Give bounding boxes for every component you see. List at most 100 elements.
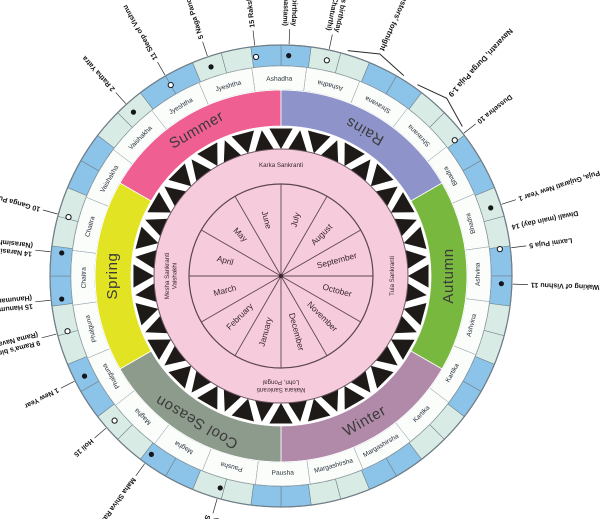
full-moon-marker bbox=[252, 53, 260, 61]
inner-gregorian-disc: JulyAugustSeptemberOctoberNovemberDecemb… bbox=[153, 148, 409, 404]
leader-line bbox=[463, 123, 476, 134]
new-moon-marker bbox=[81, 373, 88, 379]
festival-label: 2 Ratha Yatra bbox=[81, 54, 117, 93]
gregorian-divider bbox=[280, 229, 361, 277]
tooth bbox=[164, 186, 188, 208]
festival-label: 11 Sleep of Vishnu bbox=[121, 3, 159, 61]
tooth bbox=[164, 344, 188, 366]
tooth bbox=[168, 365, 192, 389]
tooth bbox=[269, 403, 293, 424]
tooth bbox=[269, 128, 293, 149]
tooth bbox=[404, 249, 427, 270]
full-moon-marker bbox=[323, 57, 330, 64]
new-moon-marker bbox=[498, 281, 504, 287]
full-moon-marker bbox=[65, 213, 72, 221]
full-moon-marker bbox=[451, 137, 458, 144]
festival-label: 9 Rama's birthday(Rama Navami) bbox=[0, 330, 41, 361]
tooth bbox=[231, 398, 255, 422]
gregorian-month-label: June bbox=[260, 210, 274, 230]
brace-label: Ancestors' fortnight bbox=[378, 0, 416, 53]
new-moon-marker bbox=[59, 250, 65, 256]
tooth bbox=[168, 163, 192, 187]
leader-line bbox=[94, 427, 107, 439]
lunar-month-label: Pausha bbox=[272, 470, 295, 477]
new-moon-marker bbox=[217, 485, 223, 491]
festival-label: Maha Shiva Ratri 14 bbox=[91, 476, 137, 519]
tooth bbox=[408, 264, 429, 288]
sankranti-label: Karka Sankranti bbox=[259, 162, 303, 169]
tooth bbox=[135, 249, 158, 270]
tooth bbox=[147, 192, 172, 213]
festival-label: 14 Narasimha's birthday(Narasimha Jayant… bbox=[0, 233, 33, 258]
leader-line bbox=[202, 41, 208, 57]
tooth bbox=[370, 163, 394, 187]
tooth bbox=[135, 226, 159, 250]
festival-label: 10 Ganga Puja bbox=[0, 192, 41, 213]
leader-line bbox=[35, 299, 51, 303]
new-moon-marker bbox=[148, 451, 154, 457]
new-moon-marker bbox=[208, 64, 214, 70]
gregorian-divider bbox=[201, 275, 282, 323]
tooth bbox=[254, 399, 275, 422]
wheel-hub bbox=[278, 273, 284, 279]
tooth bbox=[191, 159, 213, 183]
leader-line bbox=[115, 92, 127, 104]
tooth bbox=[287, 130, 308, 153]
gregorian-divider bbox=[234, 275, 282, 356]
festival-label: 8 Krishna's birthday(Krishna Janmastami) bbox=[281, 0, 300, 27]
leader-line bbox=[288, 29, 290, 45]
festival-label: Diwali (main day) 14 bbox=[511, 209, 579, 231]
inner-teeth-ring bbox=[133, 128, 429, 424]
leader-line bbox=[512, 283, 528, 285]
tooth bbox=[197, 142, 218, 167]
lunar-month-label: Ashvina bbox=[475, 262, 482, 286]
leader-line bbox=[135, 463, 145, 477]
gregorian-divider bbox=[280, 275, 328, 356]
lunar-month-label: Ashadha bbox=[266, 76, 292, 83]
leader-line bbox=[511, 245, 527, 249]
tooth bbox=[349, 369, 371, 393]
gregorian-month-label: April bbox=[216, 253, 235, 267]
tooth bbox=[374, 186, 398, 208]
tooth bbox=[135, 302, 159, 326]
festival-label: Holi 15 bbox=[72, 437, 95, 458]
new-moon-marker bbox=[286, 53, 292, 59]
tooth bbox=[307, 398, 331, 422]
tooth bbox=[374, 344, 398, 366]
lunar-month-label: Chaitra bbox=[81, 267, 88, 289]
leader-line bbox=[35, 249, 51, 253]
tooth bbox=[403, 226, 427, 250]
season-label: Spring bbox=[104, 253, 121, 300]
festival-label: Govardhan Puja, Gujarati New Year 1 bbox=[518, 157, 600, 203]
leader-line bbox=[501, 199, 517, 205]
tooth bbox=[133, 264, 154, 288]
sankranti-label: Tula Sankranti bbox=[389, 256, 396, 296]
full-moon-marker bbox=[167, 81, 174, 89]
new-moon-marker bbox=[130, 109, 137, 115]
festival-label: Vasanta Panchami 5Sarasvati Puja bbox=[185, 514, 220, 519]
tooth bbox=[287, 399, 308, 422]
season-label: Autumn bbox=[440, 248, 457, 303]
festival-label: Waking of Vishnu 11 bbox=[531, 281, 600, 291]
tooth bbox=[390, 339, 415, 360]
new-moon-marker bbox=[59, 296, 65, 302]
sankranti-label: Mesha SankrantiVaishakhi bbox=[164, 253, 178, 299]
gregorian-divider bbox=[280, 196, 328, 277]
gregorian-divider bbox=[280, 275, 361, 323]
tooth bbox=[147, 339, 172, 360]
tooth bbox=[135, 282, 158, 303]
new-moon-marker bbox=[488, 205, 494, 211]
brace-icon bbox=[347, 50, 405, 77]
tooth bbox=[344, 385, 365, 410]
tooth bbox=[307, 130, 331, 154]
tooth bbox=[191, 369, 213, 393]
leader-line bbox=[212, 498, 218, 514]
festival-label: 4 Ganesha's birthday(Ganesh Chaturthi) bbox=[325, 0, 356, 34]
leader-line bbox=[41, 333, 57, 339]
gregorian-divider bbox=[201, 229, 282, 277]
outer-ring-cell bbox=[250, 483, 282, 508]
brace-label: Navaratri, Durga Puja 1-9 bbox=[447, 27, 515, 99]
